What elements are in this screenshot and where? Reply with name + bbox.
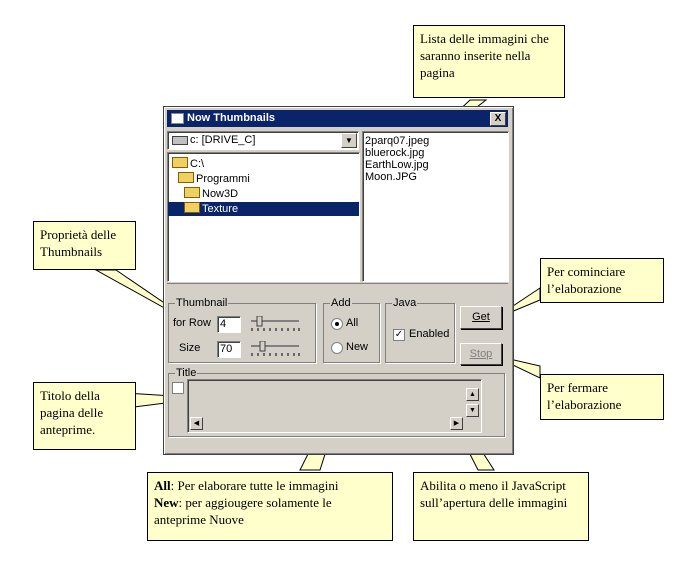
file-item[interactable]: 2parq07.jpeg — [365, 135, 430, 147]
title-checkbox[interactable] — [172, 382, 184, 394]
java-enabled-label: Enabled — [409, 328, 450, 340]
dir-label: Programmi — [196, 173, 250, 185]
stop-button-label: Stop — [469, 348, 493, 360]
scroll-up-icon[interactable]: ▲ — [466, 388, 479, 401]
stop-button[interactable]: Stop — [460, 343, 502, 365]
dir-label: Now3D — [202, 188, 239, 200]
java-group: Java ✓ Enabled — [385, 297, 455, 363]
add-new-radio[interactable] — [331, 342, 343, 354]
file-item[interactable]: Moon.JPG — [365, 171, 417, 183]
add-all-label: All — [346, 317, 359, 329]
dir-label: Texture — [202, 203, 239, 215]
title-group-label: Title — [175, 367, 198, 379]
folder-open-icon — [184, 202, 200, 213]
for-row-input[interactable]: 4 — [217, 316, 241, 333]
java-group-label: Java — [392, 297, 418, 309]
now-thumbnails-window: Now Thumbnails X c: [DRIVE_C] ▼ C:\ Prog… — [163, 106, 514, 455]
drive-icon — [172, 136, 188, 145]
callout-files-list: Lista delle immagini che saranno inserit… — [413, 25, 565, 98]
get-button[interactable]: Get — [460, 306, 502, 329]
directory-list[interactable]: C:\ Programmi Now3D Texture — [167, 152, 360, 282]
scroll-right-icon[interactable]: ▶ — [450, 417, 463, 430]
java-enabled-checkbox[interactable]: ✓ — [393, 329, 405, 341]
dir-label: C:\ — [190, 158, 205, 170]
callout-add-new-key: New — [154, 495, 179, 510]
size-label: Size — [179, 342, 201, 354]
separator — [167, 283, 508, 292]
title-group: Title ▲ ▼ ◀ ▶ — [168, 367, 505, 437]
callout-add: All: Per elaborare tutte le immagini New… — [147, 472, 393, 541]
add-new-label: New — [346, 341, 369, 353]
drive-select[interactable]: c: [DRIVE_C] ▼ — [167, 131, 359, 150]
title-textarea[interactable]: ▲ ▼ ◀ ▶ — [187, 379, 482, 433]
folder-open-icon — [172, 157, 188, 168]
for-row-slider[interactable] — [249, 316, 301, 332]
add-all-radio[interactable] — [331, 318, 343, 330]
window-title: Now Thumbnails — [187, 112, 275, 124]
callout-title: Titolo della pagina delle anteprime. — [33, 382, 136, 450]
file-item[interactable]: EarthLow.jpg — [365, 159, 429, 171]
scroll-down-icon[interactable]: ▼ — [466, 404, 479, 417]
scroll-left-icon[interactable]: ◀ — [190, 417, 203, 430]
callout-start: Per cominciare l’elaborazione — [540, 258, 664, 303]
folder-open-icon — [178, 172, 194, 183]
callout-add-all-text: : Per elaborare tutte le immagini — [170, 478, 339, 493]
callout-add-new-text: : per aggiougere solamente le anteprime … — [154, 495, 332, 527]
callout-stop: Per fermare l’elaborazione — [540, 374, 664, 420]
close-button[interactable]: X — [490, 112, 506, 126]
file-item[interactable]: bluerock.jpg — [365, 147, 425, 159]
add-group-label: Add — [330, 297, 352, 309]
chevron-down-icon[interactable]: ▼ — [341, 133, 357, 148]
dir-item-programmi[interactable]: Programmi — [178, 172, 250, 186]
dir-item-texture[interactable]: Texture — [168, 202, 359, 216]
callout-java: Abilita o meno il JavaScript sull’apertu… — [413, 472, 589, 541]
dir-item-root[interactable]: C:\ — [172, 157, 204, 171]
size-input[interactable]: 70 — [217, 341, 241, 358]
for-row-label: for Row — [173, 317, 211, 329]
size-slider[interactable] — [249, 341, 301, 357]
get-button-label: Get — [472, 311, 490, 323]
thumbnail-group-label: Thumbnail — [175, 297, 229, 309]
dir-item-now3d[interactable]: Now3D — [184, 187, 238, 201]
app-icon — [171, 113, 184, 124]
callout-thumbnail-props: Proprietà delle Thumbnails — [33, 221, 136, 270]
callout-add-all-key: All — [154, 478, 171, 493]
title-bar: Now Thumbnails X — [167, 110, 508, 127]
folder-open-icon — [184, 187, 200, 198]
add-group: Add All New — [323, 297, 380, 363]
drive-label: c: [DRIVE_C] — [190, 134, 256, 146]
thumbnail-group: Thumbnail for Row 4 Size 70 — [168, 297, 316, 363]
file-list[interactable]: 2parq07.jpeg bluerock.jpg EarthLow.jpg M… — [362, 131, 509, 282]
